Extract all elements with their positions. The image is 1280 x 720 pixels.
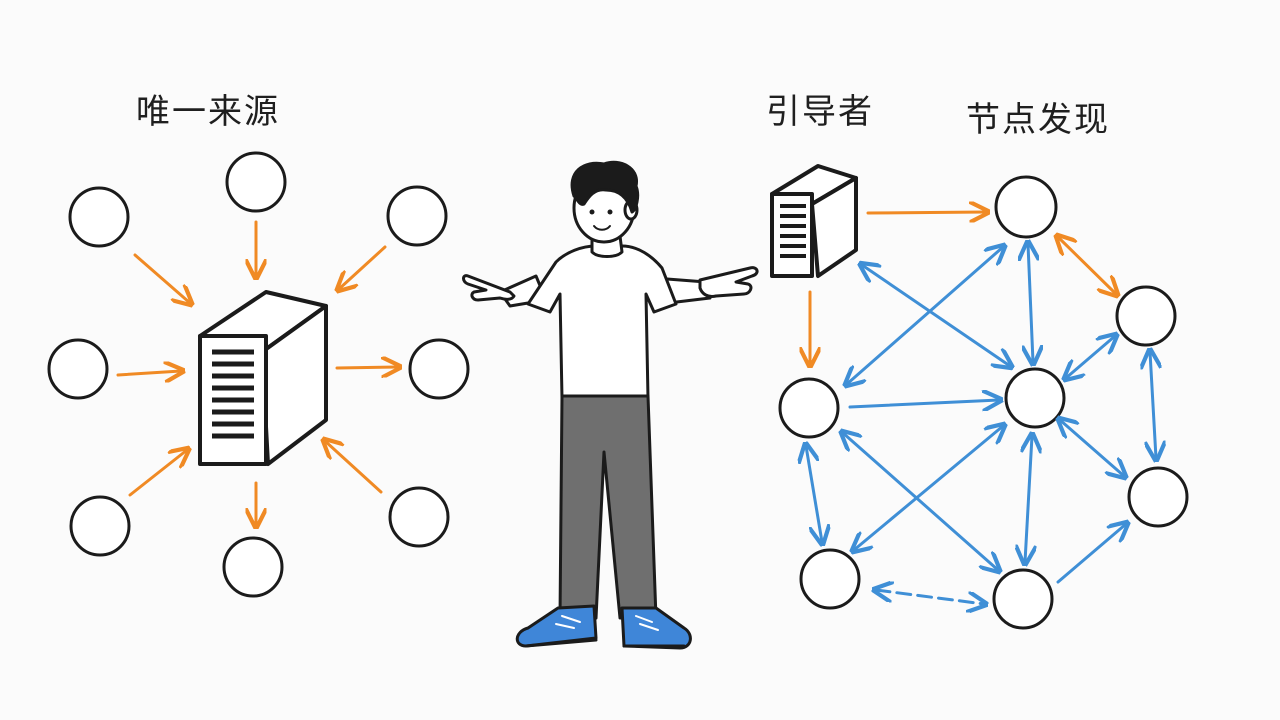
- peer-node: [1127, 466, 1189, 528]
- discovery-diagram: [770, 164, 1189, 630]
- central-server-icon: [198, 290, 328, 466]
- node-circle: [408, 338, 470, 400]
- discovery-arrow: [806, 446, 822, 542]
- discovery-arrow: [847, 247, 1003, 384]
- peer-node: [1004, 367, 1066, 429]
- flow-arrow: [128, 450, 187, 497]
- node-circle: [388, 486, 450, 548]
- bootstrap-server-icon: [770, 164, 858, 278]
- node-circle: [68, 186, 130, 248]
- bootstrapper-label: 引导者: [766, 92, 874, 132]
- peer-node: [778, 377, 840, 439]
- discovery-arrow: [1025, 436, 1032, 562]
- flow-arrow: [325, 441, 383, 494]
- node-circle: [47, 338, 109, 400]
- discovery-arrow: [848, 400, 999, 407]
- bootstrap-arrow: [1058, 237, 1116, 294]
- person-illustration: [462, 160, 759, 650]
- discovery-arrow: [862, 265, 1010, 366]
- flow-arrow: [133, 253, 190, 303]
- hair: [570, 160, 640, 214]
- discovery-arrow: [843, 433, 998, 570]
- single-source-label: 唯一来源: [136, 92, 280, 132]
- node-discovery-label: 节点发现: [966, 100, 1110, 140]
- peer-node: [992, 568, 1054, 630]
- discovery-arrow: [1028, 244, 1033, 362]
- right-shoe: [620, 606, 692, 650]
- discovery-arrow: [1056, 524, 1126, 584]
- discovery-arrow: [1060, 420, 1124, 476]
- discovery-arrow: [854, 426, 1003, 550]
- discovery-arrow: [1066, 336, 1115, 378]
- pants: [558, 394, 658, 620]
- peer-node: [994, 175, 1058, 239]
- node-circle: [225, 151, 287, 213]
- centralized-diagram: [47, 151, 470, 598]
- shirt: [526, 244, 678, 400]
- node-circle: [386, 185, 448, 247]
- flow-arrow: [116, 371, 181, 375]
- pointing-right-hand: [698, 266, 759, 298]
- node-circle: [69, 495, 131, 557]
- discovery-arrow: [1150, 352, 1156, 458]
- discovery-arrow: [876, 590, 984, 604]
- peer-node: [799, 548, 861, 610]
- flow-arrow: [339, 245, 387, 289]
- flow-arrow: [335, 367, 398, 368]
- node-circle: [222, 536, 284, 598]
- bootstrap-arrow: [866, 212, 986, 213]
- peer-node: [1115, 285, 1177, 347]
- pointing-left-hand: [462, 274, 516, 302]
